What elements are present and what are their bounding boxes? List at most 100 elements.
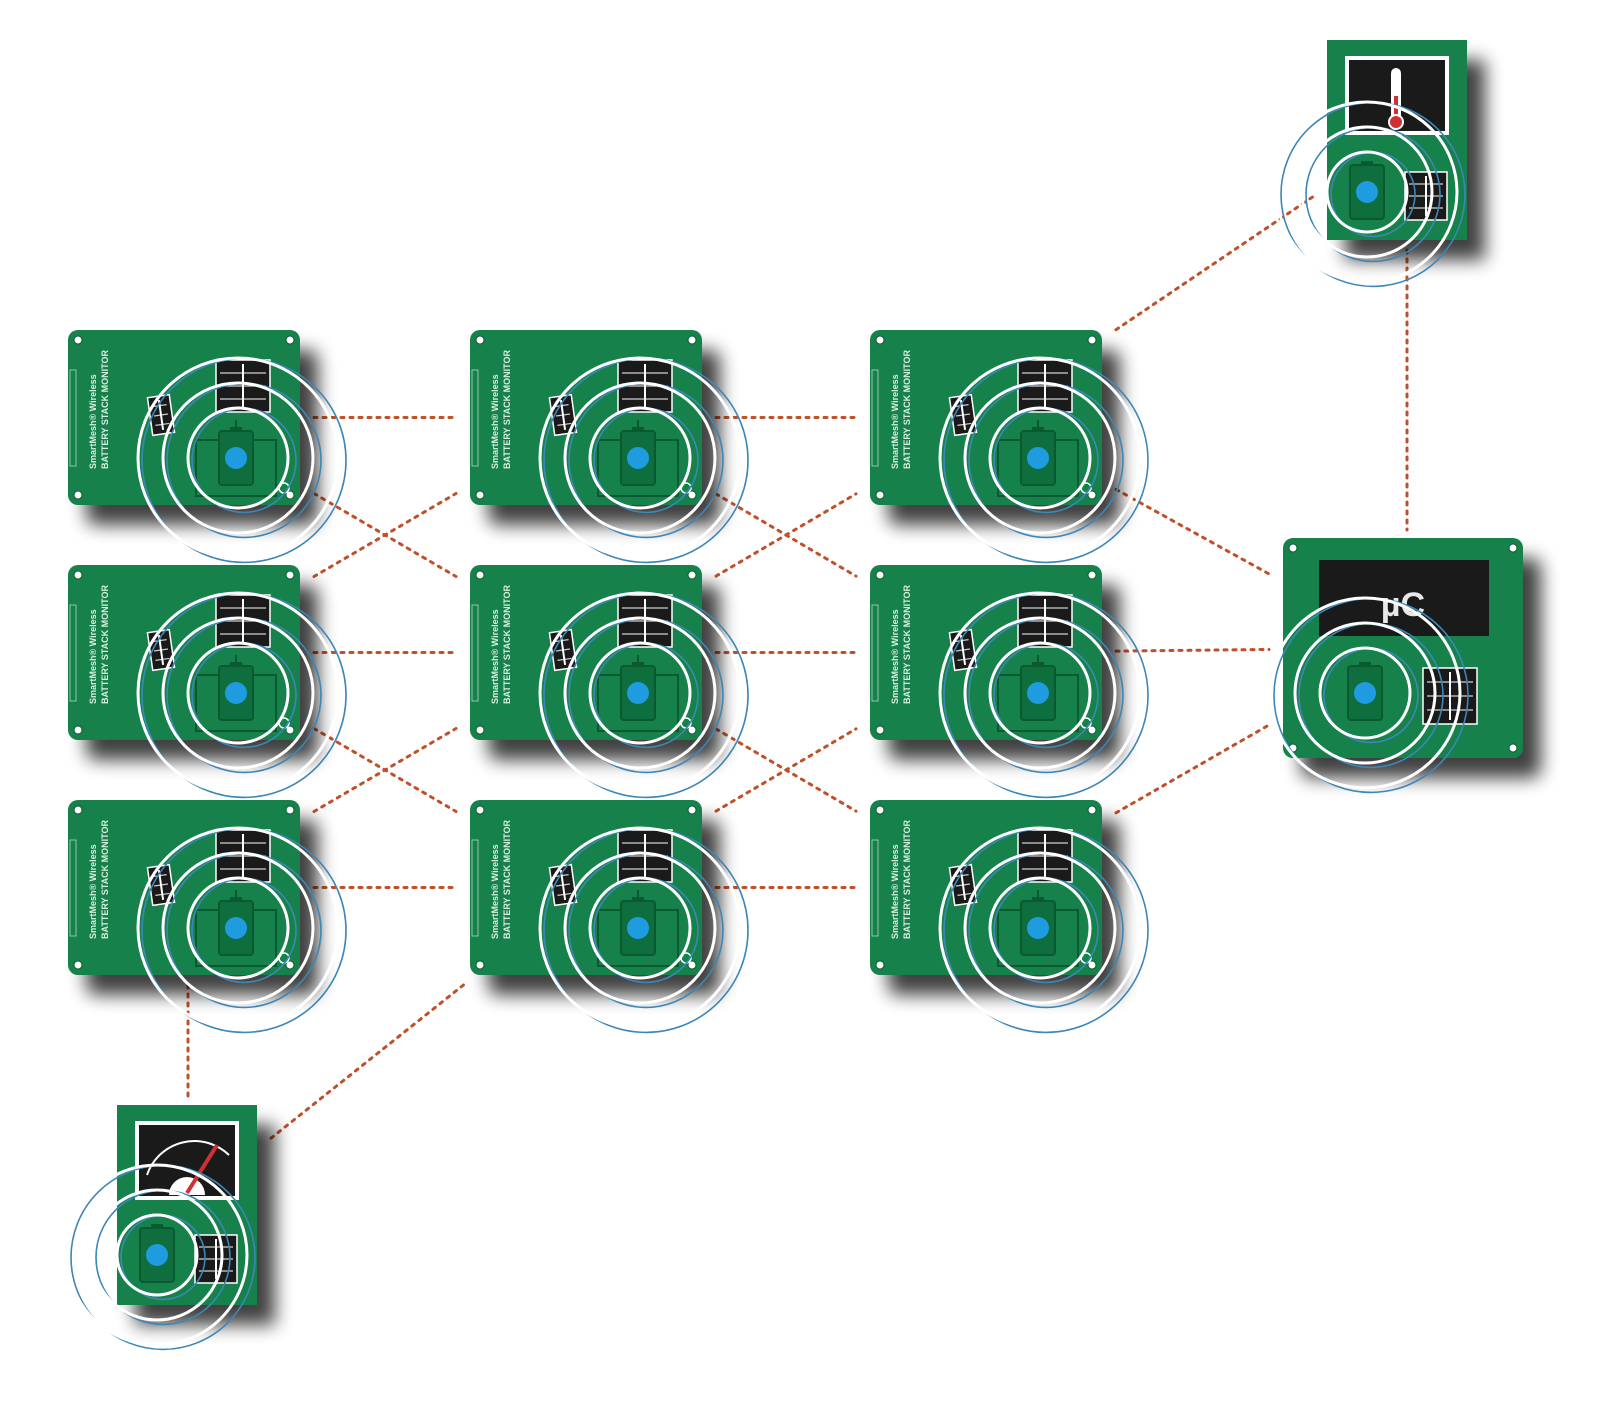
mounting-hole <box>1087 570 1097 580</box>
mounting-hole <box>875 725 885 735</box>
mounting-hole <box>73 490 83 500</box>
mote-label-line2: BATTERY STACK MONITOR <box>902 820 912 940</box>
mounting-hole <box>285 490 295 500</box>
microcontroller-chip <box>1319 560 1489 636</box>
battery-icon <box>218 897 254 956</box>
mote-label-line1: SmartMesh® Wireless <box>890 844 900 939</box>
mote-label-line2: BATTERY STACK MONITOR <box>902 585 912 705</box>
mounting-hole <box>285 570 295 580</box>
mounting-hole <box>73 725 83 735</box>
mounting-hole <box>1288 543 1298 553</box>
mounting-hole <box>1508 743 1518 753</box>
mounting-hole <box>285 335 295 345</box>
radio-wave-ring <box>538 356 742 560</box>
battery-icon <box>620 427 656 486</box>
microcontroller-board: µC <box>1268 538 1523 794</box>
battery-icon <box>1020 427 1056 486</box>
mounting-hole <box>1087 725 1097 735</box>
mounting-hole <box>687 960 697 970</box>
battery-icon <box>1020 897 1056 956</box>
radio-wave-ring <box>538 826 742 1030</box>
edge-connector <box>871 369 879 467</box>
mounting-hole <box>285 805 295 815</box>
edge-connector <box>69 604 77 702</box>
battery-icon <box>218 662 254 721</box>
mounting-hole <box>1087 335 1097 345</box>
mounting-hole <box>73 805 83 815</box>
mote-label-line2: BATTERY STACK MONITOR <box>902 350 912 470</box>
mounting-hole <box>687 490 697 500</box>
mounting-hole <box>1508 543 1518 553</box>
gauge-sensor <box>65 1105 257 1351</box>
radio-wave-ring <box>988 876 1092 980</box>
mounting-hole <box>475 490 485 500</box>
radio-chip-dot <box>225 917 247 939</box>
mounting-hole <box>285 725 295 735</box>
radio-wave-ring <box>588 406 692 510</box>
mote-label-line1: SmartMesh® Wireless <box>890 374 900 469</box>
mote-label-line1: SmartMesh® Wireless <box>890 609 900 704</box>
battery-icon <box>1347 662 1383 721</box>
mounting-hole <box>1087 805 1097 815</box>
radio-wave-ring <box>1325 150 1409 234</box>
radio-wave-ring <box>1318 646 1412 740</box>
mounting-hole <box>73 960 83 970</box>
edge-connector <box>69 369 77 467</box>
mote-label-line1: SmartMesh® Wireless <box>88 844 98 939</box>
edge-connector <box>69 839 77 937</box>
mote-label-line2: BATTERY STACK MONITOR <box>100 820 110 940</box>
radio-wave-ring <box>1275 100 1459 284</box>
radio-wave-ring <box>161 616 315 770</box>
mesh-link <box>312 491 458 579</box>
radio-wave-ring <box>65 1163 249 1347</box>
mounting-hole <box>687 725 697 735</box>
gauge-icon <box>146 1140 230 1195</box>
radio-wave-ring <box>538 591 742 795</box>
radio-wave-ring <box>1293 621 1437 765</box>
radio-wave-ring <box>136 826 340 1030</box>
battery-icon <box>1349 161 1385 220</box>
mesh-link <box>1114 647 1271 653</box>
mesh-link <box>1114 487 1271 576</box>
radio-wave-ring <box>588 641 692 745</box>
mounting-hole <box>875 570 885 580</box>
mounting-hole <box>73 335 83 345</box>
radio-wave-ring <box>988 406 1092 510</box>
thermometer-sensor <box>1275 40 1467 288</box>
radio-wave-ring <box>963 851 1117 1005</box>
battery-icon <box>139 1224 175 1283</box>
mote-label-line2: BATTERY STACK MONITOR <box>502 820 512 940</box>
radio-wave-ring <box>588 876 692 980</box>
radio-wave-ring <box>186 406 290 510</box>
battery-icon <box>218 427 254 486</box>
radio-wave-ring <box>988 641 1092 745</box>
mote-label-line2: BATTERY STACK MONITOR <box>100 585 110 705</box>
mote-label-line1: SmartMesh® Wireless <box>88 609 98 704</box>
radio-wave-ring <box>90 1188 224 1322</box>
mote-label-line1: SmartMesh® Wireless <box>490 844 500 939</box>
mounting-hole <box>875 805 885 815</box>
mounting-hole <box>875 335 885 345</box>
edge-connector <box>471 604 479 702</box>
mesh-link <box>714 727 858 813</box>
radio-chip-dot <box>627 682 649 704</box>
radio-wave-ring <box>186 641 290 745</box>
radio-wave-ring <box>1300 125 1434 259</box>
mote-label-line1: SmartMesh® Wireless <box>490 374 500 469</box>
mote-label-line2: BATTERY STACK MONITOR <box>100 350 110 470</box>
mote-label-line1: SmartMesh® Wireless <box>490 609 500 704</box>
mesh-links <box>186 195 1409 1140</box>
mounting-hole <box>285 960 295 970</box>
radio-wave-ring <box>161 851 315 1005</box>
